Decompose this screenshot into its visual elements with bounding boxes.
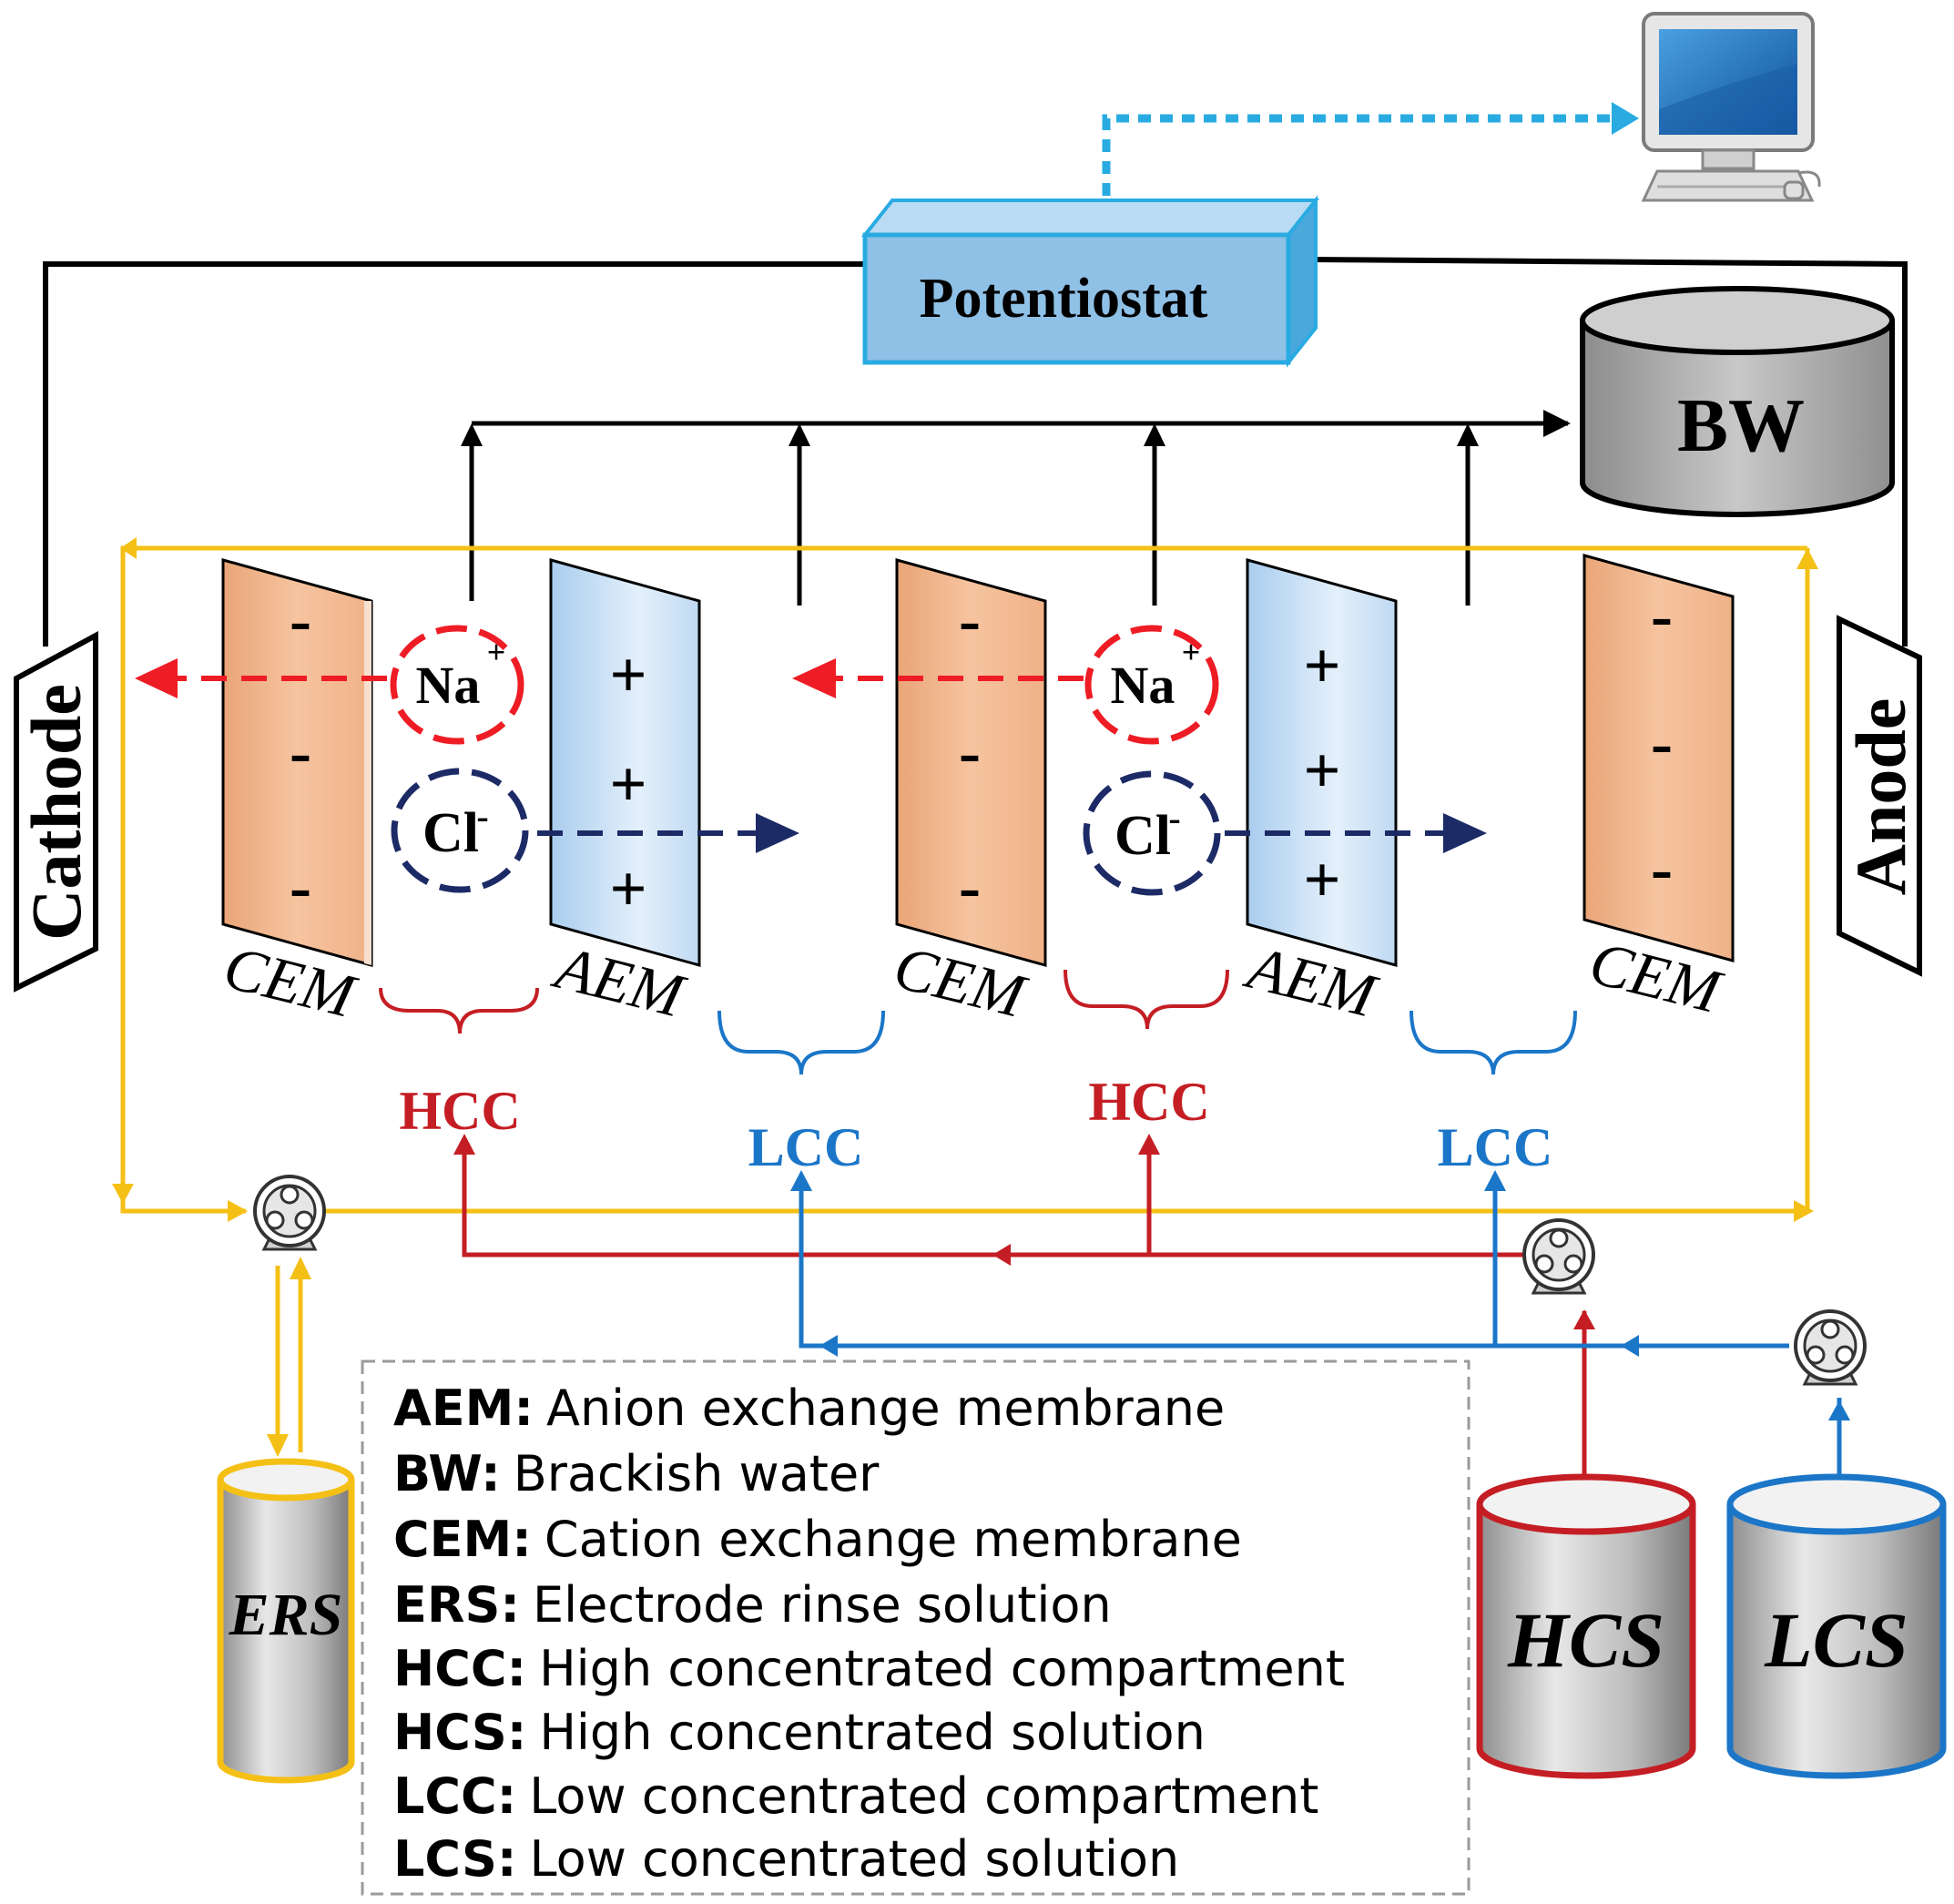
lcs-label: LCS	[1764, 1596, 1908, 1684]
lcc-label: LCC	[1438, 1117, 1553, 1177]
data-link-arrowhead	[1612, 102, 1639, 135]
lcs-tank: LCS	[1726, 1473, 1947, 1779]
computer-icon	[1641, 12, 1821, 202]
cl-ion: Cl -	[391, 768, 529, 893]
legend-item: AEM:Anion exchange membrane	[393, 1380, 1225, 1437]
negative-charge: -	[1651, 579, 1673, 652]
na-ion: Na +	[390, 625, 524, 745]
bw-label: BW	[1677, 383, 1805, 468]
bw-arrowheads	[461, 423, 1479, 446]
hcc-flow-lines	[462, 1152, 1587, 1480]
lcc-label: LCC	[748, 1117, 864, 1177]
negative-charge: -	[290, 716, 311, 789]
aem-membrane: + + +	[1246, 558, 1398, 967]
cl-flow-arrowhead	[1443, 813, 1487, 853]
na-symbol: Na	[1111, 656, 1175, 715]
ers-pipe-arrowheads	[267, 1257, 311, 1457]
aem-membrane: + + +	[549, 558, 701, 967]
na-flow-arrowhead	[135, 658, 178, 698]
hcc-arrowheads	[453, 1134, 1595, 1329]
cathode-wire	[43, 261, 865, 647]
potentiostat: Potentiostat	[860, 195, 1320, 368]
na-symbol: Na	[416, 656, 481, 715]
legend-item: HCC:High concentrated compartment	[393, 1640, 1345, 1697]
positive-charge: +	[609, 852, 646, 925]
positive-charge: +	[1303, 734, 1340, 807]
legend-item: CEM:Cation exchange membrane	[393, 1511, 1242, 1568]
negative-charge: -	[290, 584, 311, 657]
data-link-line	[1102, 114, 1612, 196]
negative-charge: -	[1651, 707, 1673, 779]
bw-tank: BW	[1580, 286, 1895, 517]
negative-charge: -	[290, 850, 311, 923]
lcc-brace	[717, 1010, 885, 1075]
cem-membrane: - - -	[221, 558, 373, 967]
hcc-brace	[379, 987, 539, 1034]
cem-membrane: - - -	[895, 558, 1047, 967]
lcc-brace	[1410, 1010, 1577, 1075]
ers-label: ERS	[229, 1582, 343, 1648]
positive-charge: +	[609, 748, 646, 820]
cl-charge: -	[476, 796, 488, 837]
legend-item: LCC:Low concentrated compartment	[393, 1767, 1318, 1825]
ers-pipes	[275, 1261, 303, 1452]
cl-symbol: Cl	[1114, 805, 1171, 867]
cathode-label: Cathode	[16, 684, 96, 941]
negative-charge: -	[959, 850, 981, 923]
cathode-electrode: Cathode	[14, 630, 98, 993]
hcc-label: HCC	[399, 1081, 520, 1141]
pump-icon	[1794, 1309, 1867, 1386]
anode-electrode: Anode	[1837, 615, 1922, 977]
negative-charge: -	[1651, 832, 1673, 905]
anode-label: Anode	[1841, 698, 1920, 896]
negative-charge: -	[959, 716, 981, 789]
positive-charge: +	[1303, 843, 1340, 916]
na-charge: +	[1182, 634, 1201, 670]
potentiostat-label: Potentiostat	[920, 268, 1208, 330]
pump-icon	[253, 1175, 326, 1251]
legend-box: AEM:Anion exchange membrane BW:Brackish …	[361, 1359, 1471, 1896]
na-charge: +	[487, 634, 506, 670]
legend-item: HCS:High concentrated solution	[393, 1704, 1206, 1761]
bw-collection-lines	[469, 410, 1571, 606]
anode-wire	[1310, 257, 1908, 647]
cem-membrane: - - -	[1583, 554, 1735, 962]
hcs-tank: HCS	[1476, 1473, 1696, 1779]
hcs-label: HCS	[1507, 1596, 1664, 1684]
ers-tank: ERS	[217, 1458, 355, 1784]
cl-ion: Cl -	[1083, 770, 1221, 896]
hcc-label: HCC	[1088, 1072, 1209, 1132]
cl-symbol: Cl	[422, 802, 479, 864]
cl-charge: -	[1168, 798, 1180, 839]
negative-charge: -	[959, 584, 981, 657]
legend-item: ERS:Electrode rinse solution	[393, 1576, 1112, 1634]
legend-item: BW:Brackish water	[393, 1445, 880, 1502]
na-flow-arrowhead	[792, 658, 836, 698]
positive-charge: +	[609, 638, 646, 711]
pump-icon	[1522, 1218, 1595, 1295]
positive-charge: +	[1303, 629, 1340, 702]
cl-flow-arrowhead	[756, 813, 799, 853]
legend-item: LCS:Low concentrated solution	[393, 1830, 1179, 1888]
na-ion: Na +	[1084, 625, 1219, 745]
hcc-brace	[1064, 969, 1229, 1030]
lcc-arrowheads	[790, 1170, 1850, 1420]
yellow-arrowheads	[112, 537, 1818, 1222]
